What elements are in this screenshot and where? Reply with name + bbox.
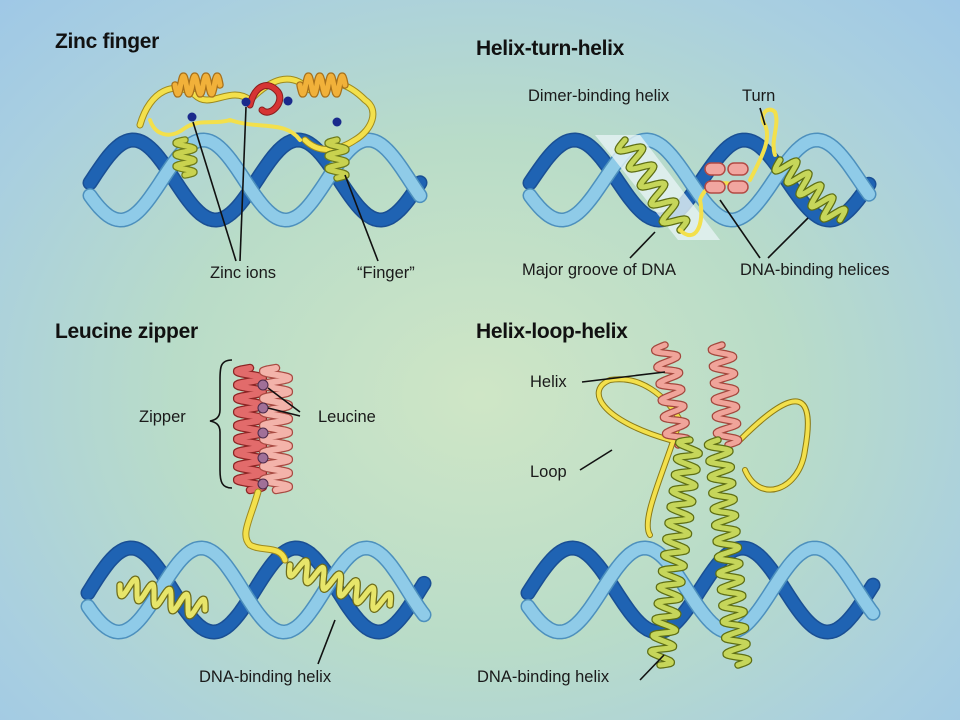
leucine-pointer-1 [267,387,301,413]
helix-ribbon [705,437,751,668]
zinc-ion-2 [241,97,251,107]
helix-ribbon [325,137,349,181]
zinc-ion-4 [332,117,342,127]
helix-ribbon [117,576,208,619]
loop-label: Loop [530,463,567,481]
dna-binding-helix-segment-2 [704,180,726,194]
zinc-ions-label: Zinc ions [210,264,277,282]
leucine-ball-3 [257,427,269,439]
zinc-ions-pointer-2 [239,106,247,262]
hth-right-helix [771,156,849,224]
leucine-ball-5 [257,478,269,490]
lz-helix-right [285,556,395,614]
zinc-ion-3 [283,96,293,106]
zinc-ions-pointer-1 [192,121,237,262]
finger-pointer [344,174,379,262]
dna-binding-helices-pointer-1 [719,199,761,259]
hlh-loop-right [738,399,810,492]
zipper-brace [209,359,233,489]
leucine-zipper-dna [80,540,432,640]
major-groove-label: Major groove of DNA [522,261,677,279]
helix-ribbon [648,437,702,668]
dna-strand-back [522,542,879,638]
hlh-dna-binding-helix-label: DNA-binding helix [477,668,610,686]
zinc-finger-helix-right [324,136,350,182]
hlh-dna-helix-left [647,436,703,669]
helix-pointer [581,371,666,383]
zinc-top-helix-left [171,72,224,98]
zinc-finger-dna [82,132,428,228]
zipper-coil-left [232,363,268,495]
helix-ribbon [297,73,348,97]
dna-strand-front [524,134,875,226]
lz-helix-left [116,575,209,620]
zinc-finger-helix-left [172,136,198,179]
zinc-finger-title: Zinc finger [55,30,160,53]
major-groove-pointer [629,231,656,259]
helix-ribbon [708,342,742,448]
helix-turn-helix-protein [595,107,849,240]
leucine-zipper-title: Leucine zipper [55,320,198,343]
helix-ribbon [234,365,266,493]
turn-pointer [759,107,766,126]
finger-label: “Finger” [357,264,415,282]
helix-ribbon [772,157,848,223]
helix-ribbon [173,137,197,178]
hlh-dna-binding-helix-pointer [639,654,665,681]
dna-strand-back [82,542,430,638]
helix-loop-helix-title: Helix-loop-helix [476,320,628,343]
zinc-top-helix-right [296,72,349,98]
helix-ribbon [652,342,691,448]
turn-label: Turn [742,87,776,105]
leucine-label: Leucine [318,408,376,426]
hlh-dna-helix-right [703,436,753,669]
dna-strand-front [82,542,430,638]
hlh-loop-left [596,377,682,537]
turn-loop [748,107,779,182]
helix-ribbon [172,73,223,97]
dna-strand-front [84,134,426,226]
dimer-binding-helix-label: Dimer-binding helix [528,87,670,105]
callout-lines [192,106,809,681]
dna-strand-front [522,542,879,638]
zinc-ion-1 [187,112,197,122]
zipper-coil-right [258,363,294,495]
leucine-ball-1 [257,379,269,391]
zipper-label: Zipper [139,408,186,426]
helix-loop-helix-dna [520,540,881,640]
dna-binding-helices-pointer-2 [767,217,809,259]
helix-turn-helix-dna [522,132,877,228]
helix-loop-helix-protein [595,341,811,669]
helix-turn-helix-title: Helix-turn-helix [476,37,625,60]
zinc-backbone-loop [148,118,302,142]
dna-helices [80,132,881,640]
helix-ribbon [615,137,690,233]
lz-dna-binding-helix-pointer [317,619,336,665]
zipper-stalk [243,489,288,563]
leucine-zipper-protein [116,363,395,620]
leucine-ball-2 [257,402,269,414]
leucine-ball-4 [257,452,269,464]
hlh-top-helix-left [650,341,693,449]
helix-ribbon [260,365,292,493]
dna-binding-helix-segment-4 [727,180,749,194]
hlh-top-helix-right [707,341,743,449]
dna-binding-helix-segment-1 [704,162,726,176]
helix-ribbon [287,558,393,612]
zinc-red-loop [247,83,283,115]
dimer-binding-helix [614,136,691,234]
leucine-pointer-2 [267,407,301,417]
helix-label: Helix [530,373,567,391]
dna-binding-helices-label: DNA-binding helices [740,261,890,279]
loop-pointer [579,449,613,471]
dna-binding-helix-segment-3 [727,162,749,176]
zinc-finger-protein [136,72,377,182]
lz-dna-binding-helix-label: DNA-binding helix [199,668,332,686]
